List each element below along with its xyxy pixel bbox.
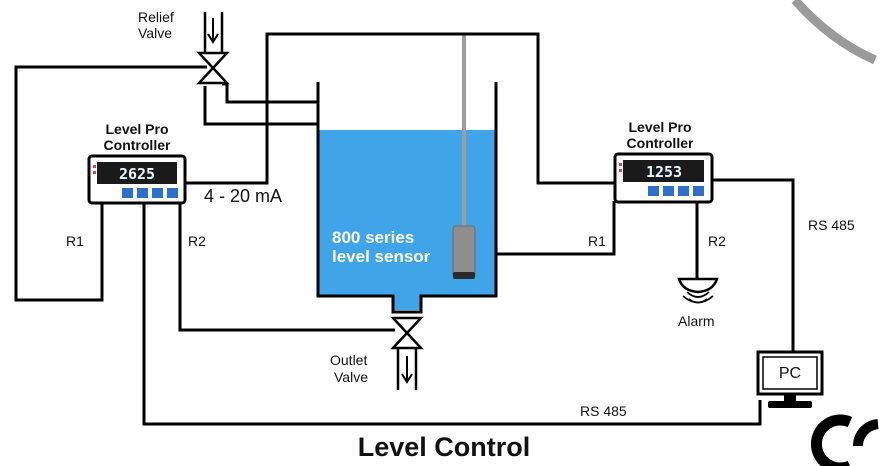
relief-valve[interactable] xyxy=(196,12,230,85)
sensor-probe xyxy=(452,225,476,279)
tank-wall xyxy=(316,82,498,314)
controller-left-led-2 xyxy=(93,171,96,174)
ce-e-shape xyxy=(852,419,879,447)
controller-left-button-3[interactable] xyxy=(152,188,163,198)
relief-valve-label-line2: Valve xyxy=(138,25,172,41)
controller-right-led-2 xyxy=(619,169,622,172)
controller-left-label-line2: Controller xyxy=(104,137,171,153)
tank-label-line2: level sensor xyxy=(332,247,431,266)
rs485-bottom-label: RS 485 xyxy=(580,403,627,419)
outlet-valve-bottom-triangle xyxy=(390,331,424,350)
decorative-arc xyxy=(791,0,877,65)
controller-left-readout: 2625 xyxy=(119,165,155,183)
controller-left-button-1[interactable] xyxy=(122,188,133,198)
controller-right-button-4[interactable] xyxy=(693,186,704,196)
diagram-title: Level Control xyxy=(358,432,531,462)
rs485-right-label: RS 485 xyxy=(808,217,855,233)
relief-flow-arrow-icon xyxy=(207,18,219,44)
tank-outlet-water xyxy=(393,296,421,310)
signal-label: 4 - 20 mA xyxy=(204,186,282,206)
outlet-valve-top-triangle xyxy=(390,316,424,335)
pc-neck xyxy=(784,394,796,402)
controller-right-label-line1: Level Pro xyxy=(628,119,691,135)
wire-relief-lower xyxy=(203,86,318,126)
controller-right-readout: 1253 xyxy=(646,163,682,181)
controller-right-button-1[interactable] xyxy=(648,186,659,196)
wire-left-r1-loop xyxy=(14,65,207,302)
relief-valve-top-triangle xyxy=(196,51,230,70)
controller-right[interactable]: 1253 xyxy=(613,152,714,204)
level-sensor xyxy=(452,34,476,279)
wire-4-20ma xyxy=(184,32,618,185)
wire-relief-to-tank xyxy=(222,82,318,104)
wire-left-r2 xyxy=(178,202,395,332)
controller-left-button-2[interactable] xyxy=(137,188,148,198)
sensor-tip xyxy=(453,272,475,279)
pc-base xyxy=(768,401,812,408)
tank-label-line1: 800 series xyxy=(332,228,414,247)
controller-right-led-1 xyxy=(619,163,622,166)
wire-rs485-right xyxy=(713,178,795,352)
pc-label: PC xyxy=(779,365,801,382)
right-r2-label: R2 xyxy=(708,233,726,249)
outlet-valve-label-line1: Outlet xyxy=(330,352,367,368)
outlet-valve[interactable] xyxy=(390,316,424,390)
alarm-wave-3 xyxy=(688,298,708,304)
ce-c-shape xyxy=(810,414,853,466)
controller-left-led-1 xyxy=(93,165,96,168)
pc-icon[interactable] xyxy=(756,350,824,408)
controller-left-button-4[interactable] xyxy=(167,188,178,198)
outlet-valve-label-line2: Valve xyxy=(334,369,368,385)
tank xyxy=(316,82,498,314)
wire-right-r1 xyxy=(496,201,616,256)
wire-rs485-bottom xyxy=(142,202,762,426)
alarm-icon xyxy=(677,277,719,304)
controller-right-button-2[interactable] xyxy=(663,186,674,196)
alarm-wave-1 xyxy=(686,291,710,298)
right-r1-label: R1 xyxy=(588,233,606,249)
alarm-label: Alarm xyxy=(678,313,715,329)
pc-screen xyxy=(762,356,818,390)
controller-left-display xyxy=(97,162,177,184)
left-r2-label: R2 xyxy=(188,233,206,249)
ce-mark-logo xyxy=(810,414,879,466)
left-r1-label: R1 xyxy=(66,233,84,249)
controller-left[interactable]: 2625 xyxy=(87,154,187,205)
outlet-flow-arrow-icon xyxy=(401,356,413,384)
relief-valve-bottom-triangle xyxy=(196,66,230,85)
controller-right-button-3[interactable] xyxy=(678,186,689,196)
alarm-bell xyxy=(677,277,719,294)
controller-right-label-line2: Controller xyxy=(627,135,694,151)
relief-valve-label-line1: Relief xyxy=(138,9,174,25)
controller-right-display xyxy=(623,160,704,182)
controller-left-label-line1: Level Pro xyxy=(105,121,168,137)
